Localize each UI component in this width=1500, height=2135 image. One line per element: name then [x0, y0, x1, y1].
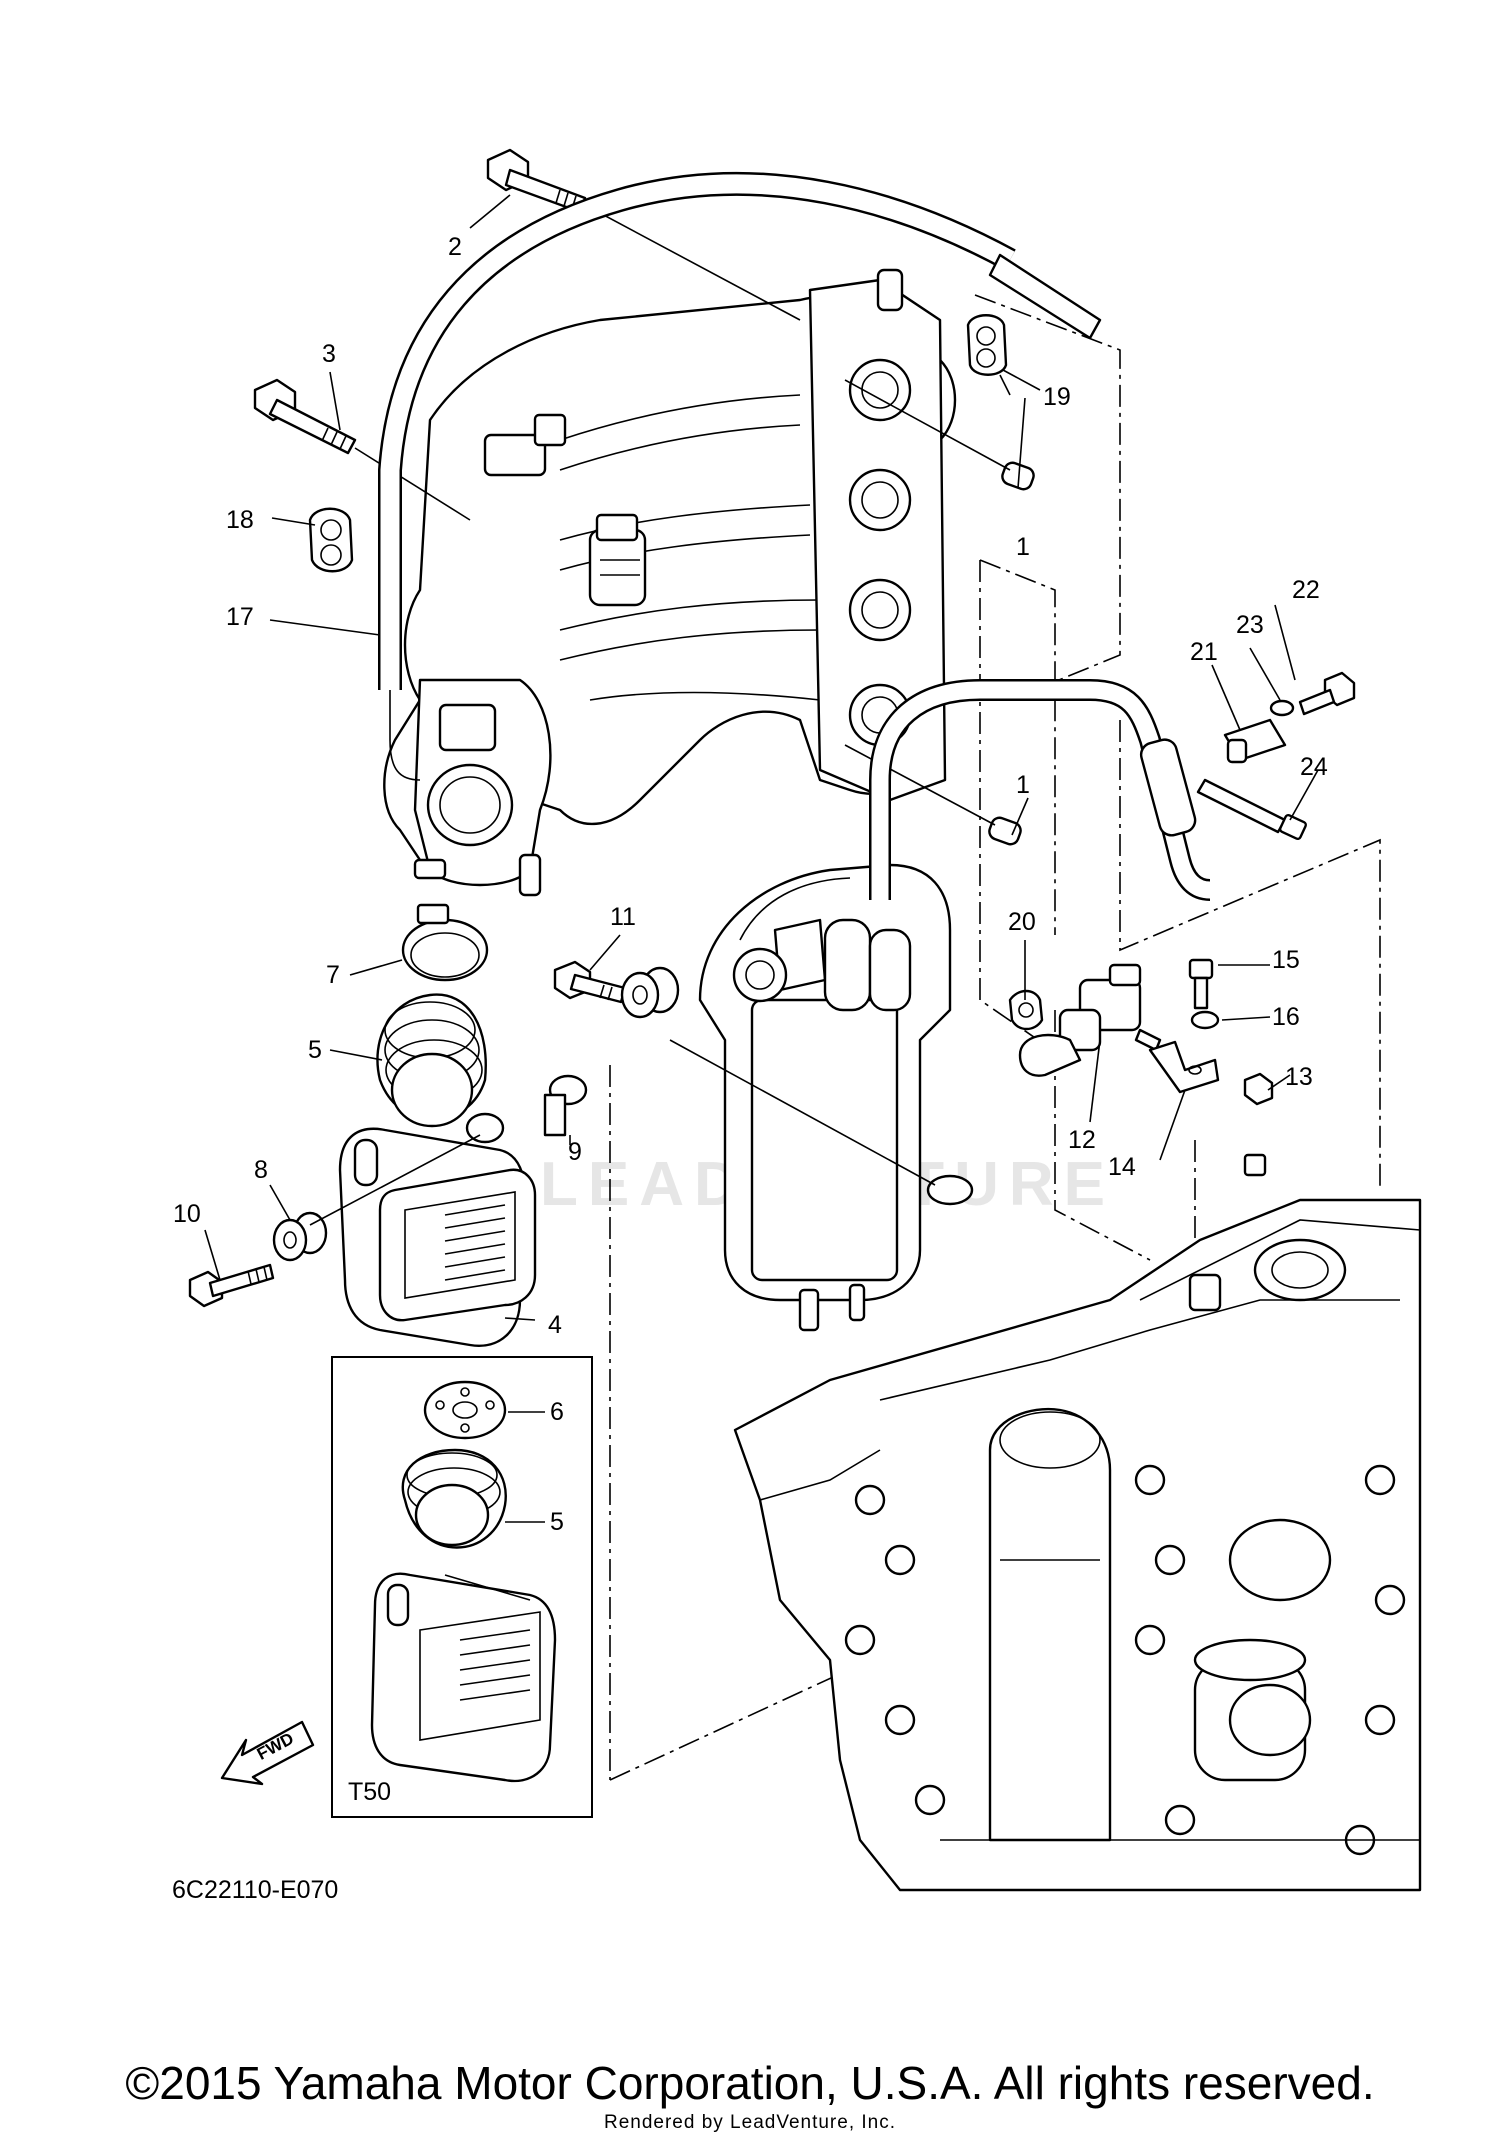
callout-22: 22	[1292, 576, 1320, 604]
silencer-lower	[370, 1572, 557, 1783]
callout-13: 13	[1285, 1063, 1313, 1091]
bolt-3	[253, 378, 357, 455]
callout-24: 24	[1300, 753, 1328, 781]
engine-block	[733, 1153, 1422, 1892]
callout-4: 4	[548, 1311, 562, 1339]
clip-19	[966, 314, 1008, 376]
callout-9: 9	[568, 1138, 582, 1166]
callout-20: 20	[1008, 908, 1036, 936]
hose-17	[378, 171, 1102, 781]
callout-21: 21	[1190, 638, 1218, 666]
fwd-arrow: FWD	[220, 1720, 315, 1786]
hose-clamp-7	[401, 903, 489, 982]
callout-11: 11	[610, 903, 636, 931]
sensor-12	[1018, 963, 1162, 1077]
cable-tie-24	[1196, 778, 1307, 841]
callout-7: 7	[326, 961, 340, 989]
callout-14: 14	[1108, 1153, 1136, 1181]
nut-13	[1243, 1072, 1274, 1106]
callout-1-lower: 1	[1016, 771, 1030, 799]
fuel-hose	[869, 679, 1211, 901]
holder-21	[1223, 718, 1287, 764]
vapor-separator-assembly	[669, 863, 974, 1332]
callout-18: 18	[226, 506, 254, 534]
callout-6: 6	[550, 1398, 564, 1426]
callout-1-upper: 1	[1016, 533, 1030, 561]
bolt-15	[1188, 958, 1214, 1010]
callout-12: 12	[1068, 1126, 1096, 1154]
dowel-pins-1	[844, 379, 1035, 846]
callout-5-lower: 5	[550, 1508, 564, 1536]
bolt-10	[188, 1263, 275, 1308]
callout-8: 8	[254, 1156, 268, 1184]
bracket-14	[1148, 1040, 1220, 1094]
rendered-by-notice: Rendered by LeadVenture, Inc.	[603, 2112, 897, 2133]
gasket-6	[423, 1380, 507, 1440]
callout-5-upper: 5	[308, 1036, 322, 1064]
clip-20	[1008, 989, 1044, 1031]
bolt-guide-lines	[354, 204, 801, 521]
callout-17: 17	[226, 603, 254, 631]
callout-19: 19	[1043, 383, 1071, 411]
joint-5-upper	[376, 993, 487, 1128]
callout-2: 2	[448, 233, 462, 261]
callout-16: 16	[1272, 1003, 1300, 1031]
intake-silencer-4	[338, 1112, 537, 1347]
callout-15: 15	[1272, 946, 1300, 974]
joint-5-lower	[401, 1448, 507, 1549]
callout-labels: 1 1 2 3 4 5 5 6 7 8 9 10 11 12 13 14 15 …	[173, 233, 1328, 1536]
bolt-11	[553, 960, 627, 1004]
washer-23	[1269, 699, 1295, 717]
assembly-guide-lines	[609, 294, 1381, 1781]
callout-10: 10	[173, 1200, 201, 1228]
collar-9	[543, 1074, 588, 1137]
t50-inset: T50	[331, 1356, 593, 1818]
washer-16	[1190, 1010, 1220, 1030]
copyright-notice: ©2015 Yamaha Motor Corporation, U.S.A. A…	[125, 2057, 1375, 2109]
part-code: 6C22110-E070	[172, 1876, 338, 1904]
grommet-11	[620, 966, 680, 1019]
callout-23: 23	[1236, 611, 1264, 639]
intake-manifold	[383, 268, 957, 897]
clip-18	[308, 507, 354, 573]
callout-leaders	[204, 194, 1319, 1523]
inset-label: T50	[348, 1778, 391, 1806]
bolt-22	[1298, 671, 1356, 716]
bolt-2	[486, 148, 587, 214]
callout-3: 3	[322, 340, 336, 368]
